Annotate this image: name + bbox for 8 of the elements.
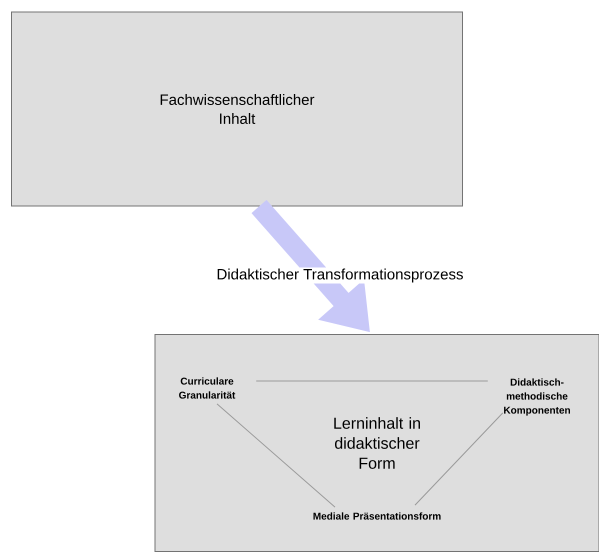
- connector-line: [216, 403, 336, 508]
- component-label: Mediale Präsentationsform: [314, 512, 441, 520]
- connector-line: [256, 380, 488, 382]
- component-label: Didaktisch-methodische Komponenten: [504, 378, 570, 416]
- connector-line: [414, 412, 504, 506]
- edge-label: Didaktischer Transformationsprozess: [216, 268, 465, 284]
- content-box: Fachwissenschaftlicher Inhalt: [11, 12, 463, 206]
- component-label: Curriculare Granularität: [179, 377, 236, 399]
